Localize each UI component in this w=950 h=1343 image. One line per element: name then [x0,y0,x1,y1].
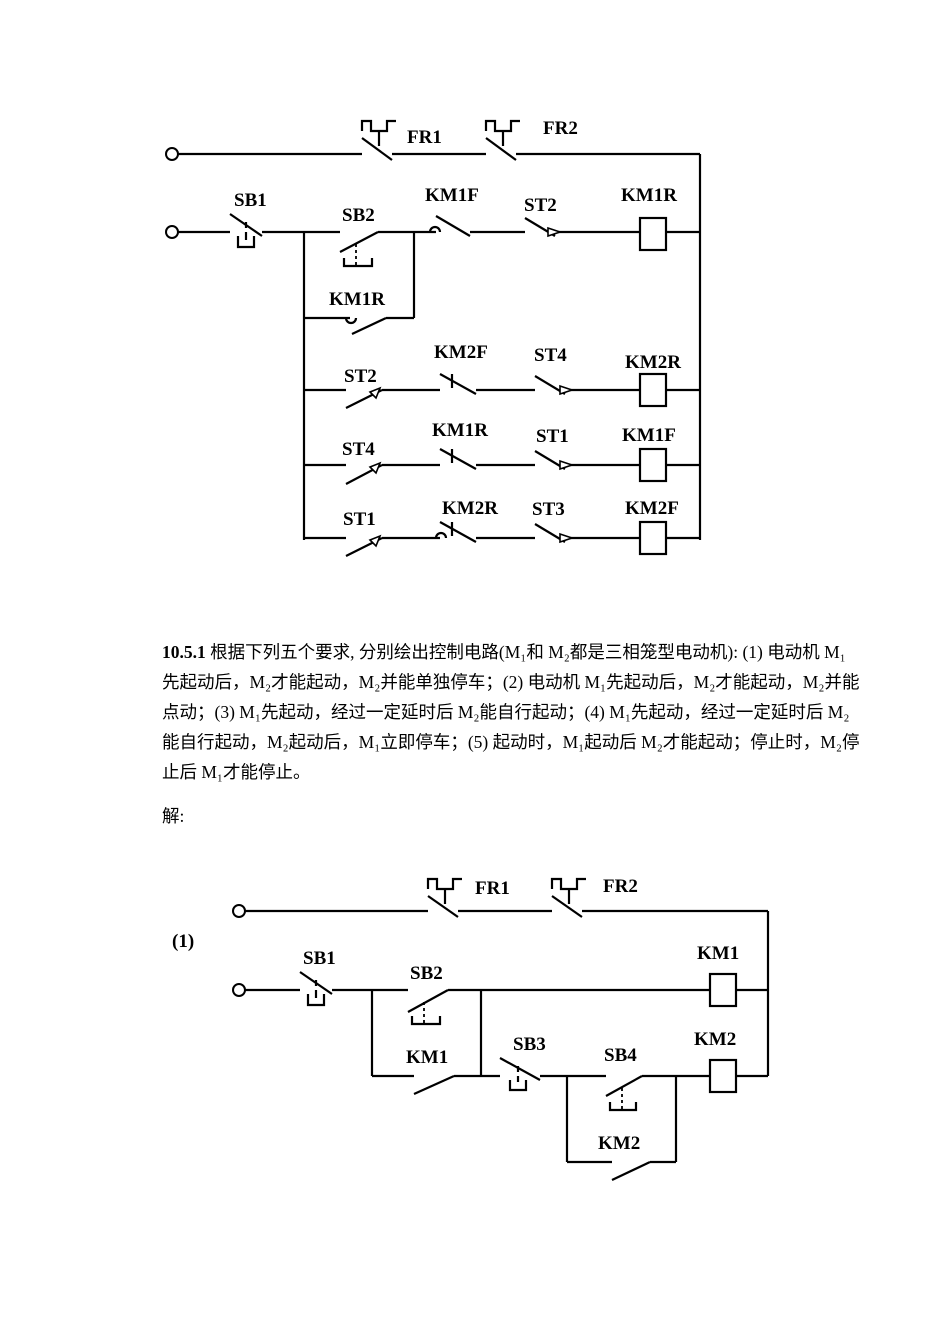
label-fr2: FR2 [543,118,578,139]
label2-fr2: FR2 [603,876,638,897]
km1r-coil [638,216,668,252]
km1f-coil [638,447,668,483]
thermal-relay-line [178,119,702,540]
problem-number: 10.5.1 [162,642,206,662]
label-km2f-row2: KM2F [434,342,488,363]
label-st1-row3: ST1 [536,426,569,447]
label-km1f-contact: KM1F [425,185,479,206]
km2r-coil [638,372,668,408]
label-st1-row4: ST1 [343,509,376,530]
label2-km1-hold: KM1 [406,1047,448,1068]
label-km2r-coil: KM2R [625,352,681,373]
label-st3-row4: ST3 [532,499,565,520]
label-st4-row2: ST4 [534,345,567,366]
label-km1f-coil: KM1F [622,425,676,446]
label-st2-contact: ST2 [524,195,557,216]
label-sb1: SB1 [234,190,267,211]
terminal-4 [232,983,246,997]
thermal-relay-line-2 [245,877,770,1076]
label2-km1-coil: KM1 [697,943,739,964]
label-km1r-coil: KM1R [621,185,677,206]
label-km2f-coil: KM2F [625,498,679,519]
label-km2r-row4: KM2R [442,498,498,519]
label-km1r-hold: KM1R [329,289,385,310]
terminal-3 [232,904,246,918]
km1-coil [708,972,738,1008]
part-label: (1) [172,931,194,952]
row-3-circuit [304,448,700,485]
answer-label: 解: [162,806,185,826]
problem-statement: 10.5.1 根据下列五个要求, 分别绘出控制电路(M₁和 M₂都是三相笼型电动… [162,637,862,787]
label-fr1: FR1 [407,127,442,148]
label2-sb3: SB3 [513,1034,546,1055]
label2-sb2: SB2 [410,963,443,984]
label2-sb1: SB1 [303,948,336,969]
label-sb2: SB2 [342,205,375,226]
label-st4-row3: ST4 [342,439,375,460]
km2-row [499,1057,768,1181]
label-st2-row2: ST2 [344,366,377,387]
row-4-circuit [304,521,700,557]
km2f-coil [638,520,668,556]
control-circuit-diagram-1: FR1 FR2 SB1 SB2 KM1F ST2 KM1R KM1R ST2 K… [165,118,702,557]
problem-text: 根据下列五个要求, 分别绘出控制电路(M₁和 M₂都是三相笼型电动机): (1)… [162,642,860,782]
km1-row [245,971,768,1096]
label2-fr1: FR1 [475,878,510,899]
label2-km2-coil: KM2 [694,1029,736,1050]
label-km1r-row3: KM1R [432,420,488,441]
km2-coil [708,1058,738,1094]
label2-sb4: SB4 [604,1045,637,1066]
label2-km2-hold: KM2 [598,1133,640,1154]
